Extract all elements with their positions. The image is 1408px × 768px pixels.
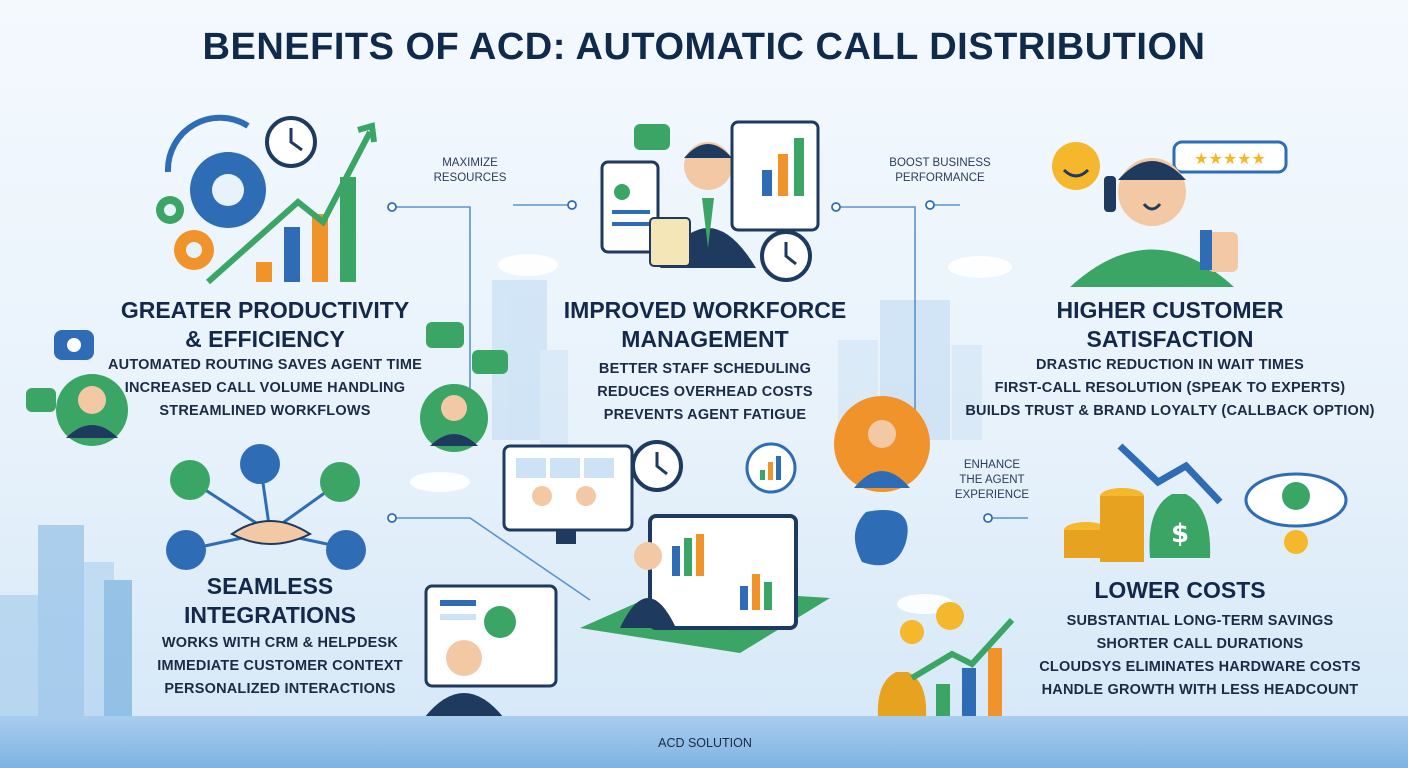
agent-experience-illustration: [834, 396, 930, 566]
up-trend-arrow-icon: [206, 130, 373, 285]
list-item: CLOUDSYS ELIMINATES HARDWARE COSTS: [1039, 659, 1361, 675]
cloud-dollar-icon: [1244, 472, 1348, 554]
integrations-illustration: [166, 444, 366, 570]
list-item: SUBSTANTIAL LONG-TERM SAVINGS: [1066, 613, 1334, 629]
clock-icon: [760, 230, 812, 282]
growth-money-illustration: [877, 602, 1015, 718]
headset-agent-icon: [26, 330, 128, 446]
productivity-title: GREATER PRODUCTIVITY& EFFICIENCY: [120, 297, 410, 352]
clock-icon: [631, 440, 683, 492]
gear-icon: [156, 152, 266, 270]
coin-stack-icon: [900, 602, 964, 644]
crm-agent-illustration: [424, 584, 558, 718]
costs-list: SUBSTANTIAL LONG-TERM SAVINGS SHORTER CA…: [1020, 610, 1380, 702]
bar-chart-icon: [256, 177, 356, 282]
bar-chart-icon: [730, 120, 820, 232]
list-item: REDUCES OVERHEAD COSTS: [597, 384, 813, 400]
svg-text:$: $: [1171, 519, 1189, 549]
database-icon: [326, 530, 366, 570]
list-item: BUILDS TRUST & BRAND LOYALTY (CALLBACK O…: [965, 403, 1375, 419]
list-item: WORKS WITH CRM & HELPDESK: [161, 635, 399, 651]
list-item: PREVENTS AGENT FATIGUE: [603, 407, 807, 423]
integrations-list: WORKS WITH CRM & HELPDESK IMMEDIATE CUST…: [130, 632, 430, 701]
phone-icon: [54, 330, 94, 360]
down-trend-arrow-icon: [1117, 443, 1223, 505]
list-item: AUTOMATED ROUTING SAVES AGENT TIME: [108, 357, 422, 373]
smiley-icon: [1052, 142, 1100, 190]
costs-illustration: $: [1064, 443, 1348, 562]
chat-bubble-icon: [745, 442, 797, 494]
acd-center-illustration: [502, 440, 830, 653]
coin-stack-icon: [1064, 488, 1144, 562]
acd-solution-label: ACD SOLUTION: [658, 736, 752, 750]
chat-bubble-icon: [426, 322, 508, 374]
satisfaction-list: DRASTIC REDUCTION IN WAIT TIMES FIRST-CA…: [940, 354, 1400, 423]
productivity-list: AUTOMATED ROUTING SAVES AGENT TIME INCRE…: [95, 354, 435, 423]
money-bag-icon: [877, 672, 927, 718]
video-call-icon: [502, 444, 634, 544]
up-trend-arrow-icon: [910, 617, 1015, 681]
list-item: BETTER STAFF SCHEDULING: [598, 361, 812, 377]
list-item: FIRST-CALL RESOLUTION (SPEAK TO EXPERTS): [994, 380, 1346, 396]
workforce-illustration: [600, 120, 820, 282]
list-item: PERSONALIZED INTERACTIONS: [164, 681, 396, 697]
svg-text:★★★★★: ★★★★★: [1194, 149, 1266, 168]
monitor-icon: [320, 462, 360, 502]
list-item: INCREASED CALL VOLUME HANDLING: [124, 380, 406, 396]
productivity-illustration: [156, 114, 377, 285]
clipboard-icon: [600, 160, 660, 254]
page-title: BENEFITS OF ACD: AUTOMATIC CALL DISTRIBU…: [202, 26, 1206, 68]
laptop-dashboard-icon: [648, 514, 798, 630]
list-item: STREAMLINED WORKFLOWS: [159, 403, 371, 419]
list-item: IMMEDIATE CUSTOMER CONTEXT: [157, 658, 403, 674]
satisfaction-illustration: ★★★★★: [1052, 140, 1288, 287]
cloud-icon: [166, 530, 206, 570]
headset-agent-icon: [420, 322, 508, 452]
star-rating-icon: ★★★★★: [1172, 140, 1288, 174]
chat-bubble-icon: [26, 388, 56, 412]
handshake-icon: [230, 520, 313, 545]
chat-bubble-icon: [634, 124, 670, 150]
workforce-list: BETTER STAFF SCHEDULING REDUCES OVERHEAD…: [570, 358, 840, 427]
thumbs-up-icon: [1200, 230, 1238, 272]
base-platform: [0, 716, 1408, 768]
list-item: HANDLE GROWTH WITH LESS HEADCOUNT: [1041, 682, 1359, 698]
refresh-arrow-icon: [164, 114, 250, 173]
phone-icon: [1104, 176, 1116, 212]
money-bag-icon: $: [1149, 494, 1211, 558]
list-item: SHORTER CALL DURATIONS: [1096, 636, 1304, 652]
clock-icon: [265, 116, 317, 168]
list-item: DRASTIC REDUCTION IN WAIT TIMES: [1036, 357, 1304, 373]
costs-title: LOWER COSTS: [1094, 577, 1266, 603]
